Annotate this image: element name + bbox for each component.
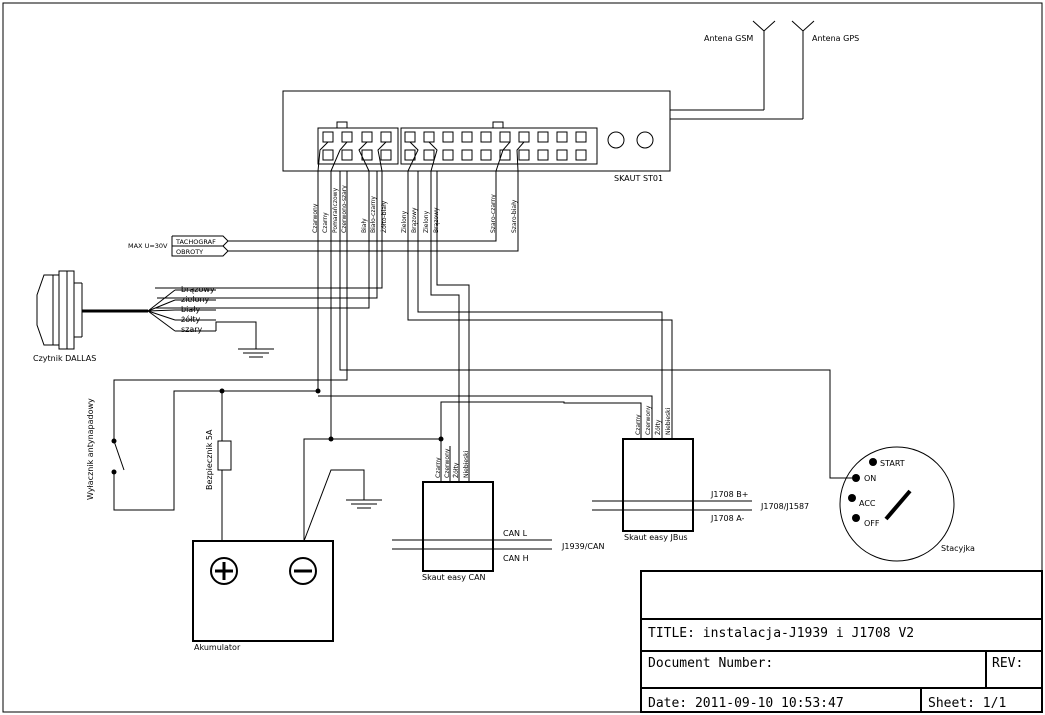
ignition-switch-circle (839, 446, 955, 562)
wire-label-czarny: Czarny (322, 212, 329, 233)
can-h-label: CAN H (503, 554, 529, 563)
wire-label-bialo-czarny: Biało-czarny (370, 196, 377, 233)
wire-label-szaro-czarny: Szaro-czarny (490, 194, 497, 233)
wire-label-czerwono-szary: Czerwono-szary (341, 185, 348, 233)
input-max-voltage: MAX U=30V (128, 242, 168, 250)
ignition-off: OFF (864, 519, 880, 528)
titleblock-title: TITLE: instalacja-J1939 i J1708 V2 (648, 626, 914, 641)
antenna-socket-gsm (607, 131, 625, 149)
wire-label-szaro-bialy: Szaro-biały (511, 199, 518, 233)
ignition-start: START (880, 459, 905, 468)
dallas-wire-zolty: żółty (181, 314, 201, 324)
jbus-wire-czarny: Czarny (635, 414, 642, 435)
can-wire-niebieski: Niebieski (463, 450, 470, 478)
antenna-gsm-symbol (670, 20, 776, 111)
battery-ground-wires (303, 438, 365, 542)
wire-label-zielony-1: Zielony (401, 210, 408, 233)
device-wires (113, 171, 852, 482)
battery-plus-icon (210, 557, 238, 585)
can-wire-czarny: Czarny (435, 457, 442, 478)
dallas-reader-symbol (36, 270, 83, 350)
wire-label-bialy: Biały (361, 218, 368, 233)
alarm-switch-symbol (113, 390, 222, 511)
fuse-symbol (217, 391, 232, 541)
skaut-can-label: Skaut easy CAN (422, 573, 486, 582)
jbus-wire-czerwony: Czerwony (645, 405, 652, 435)
input-tachograf: TACHOGRAF (175, 238, 216, 246)
battery-box (192, 540, 334, 642)
titleblock-sheet: Sheet: 1/1 (928, 696, 1006, 711)
titleblock-date: Date: 2011-09-10 10:53:47 (648, 696, 844, 711)
can-l-label: CAN L (503, 529, 528, 538)
jbus-aminus-label: J1708 A- (710, 514, 745, 523)
battery-minus-icon (289, 557, 317, 585)
wire-label-czerwony: Czarwony (312, 203, 319, 233)
dallas-label: Czytnik DALLAS (33, 354, 96, 363)
wire-label-brazowy-1: Brązowy (411, 207, 418, 233)
dallas-wire-szary: szary (181, 325, 203, 334)
skaut-jbus-label: Skaut easy JBus (624, 533, 688, 542)
connector-a (317, 121, 399, 165)
jbus-wire-niebieski: Niebieski (665, 407, 672, 435)
antenna-gps-label: Antena GPS (812, 34, 859, 43)
antenna-gps-symbol (670, 20, 815, 120)
jbus-wire-zolty: Żółty (655, 419, 662, 435)
can-bus-lines (392, 539, 552, 550)
can-bus-label: J1939/CAN (561, 542, 604, 551)
alarm-switch-label: Wyłacznik antynapadowy (86, 398, 95, 500)
titleblock-docnum: Document Number: (648, 656, 773, 671)
antenna-gsm-label: Antena GSM (704, 34, 753, 43)
fuse-label: Bezpiecznik 5A (205, 429, 214, 490)
titleblock-rev: REV: (992, 656, 1023, 671)
dallas-wire-bialy: biały (181, 305, 200, 314)
ignition-terminals (848, 458, 877, 522)
skaut-jbus-box (622, 438, 694, 532)
jbus-bus-lines (592, 500, 752, 511)
wire-label-zielony-2: Zielony (423, 210, 430, 233)
ground-symbol-dallas (238, 348, 274, 358)
wire-label-pomaranczowy: Pomarańczowy (332, 187, 339, 233)
wire-label-brazowy-2: Brązowy (433, 207, 440, 233)
dallas-wire-brazowy: brązowy (181, 285, 215, 294)
skaut-st01-label: SKAUT ST01 (614, 174, 663, 183)
dallas-wire-zielony: zielony (181, 295, 210, 304)
pin-bends (317, 141, 525, 172)
input-obroty: OBROTY (176, 248, 203, 256)
title-block-frame (640, 570, 1043, 713)
input-tags (171, 235, 229, 257)
antenna-socket-gps (636, 131, 654, 149)
wire-label-zolto-bialy: Żółto-biały (381, 200, 388, 233)
jbus-power-wires (318, 395, 653, 439)
skaut-can-box (422, 481, 494, 572)
ignition-label: Stacyjka (941, 544, 975, 553)
can-wire-czerwony: Czerwony (444, 448, 451, 478)
jbus-bus-label: J1708/J1587 (760, 502, 809, 511)
can-wire-zolty: Żółty (453, 462, 460, 478)
ignition-key-icon (884, 489, 912, 521)
skaut-st01-box (282, 90, 671, 172)
ignition-acc: ACC (859, 499, 876, 508)
jbus-bplus-label: J1708 B+ (710, 490, 748, 499)
dallas-fanout (147, 289, 257, 349)
ignition-on: ON (864, 474, 876, 483)
battery-label: Akumulator (194, 643, 241, 652)
ground-symbol-battery (346, 499, 382, 509)
